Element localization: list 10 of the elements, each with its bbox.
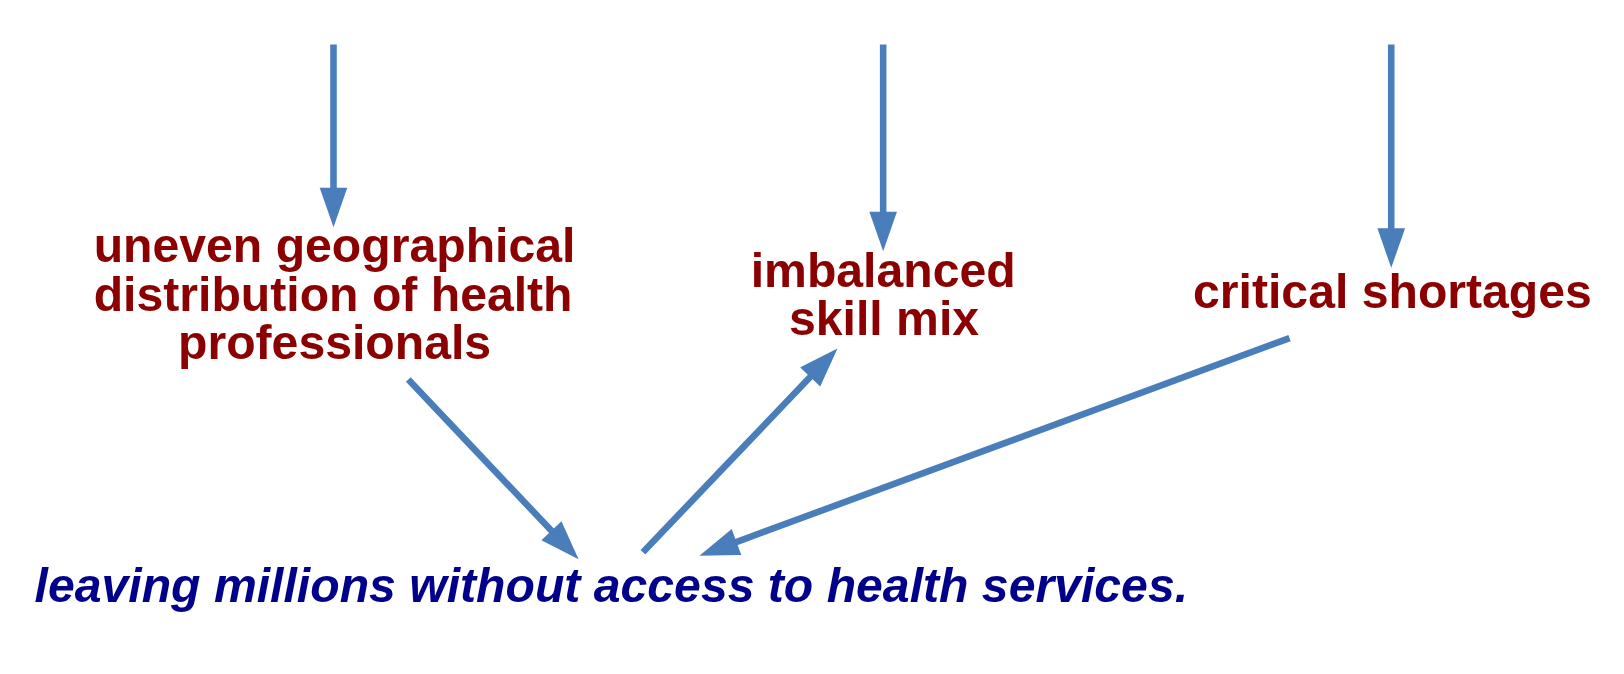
arrow <box>319 44 348 228</box>
node-text: uneven geographical distribution of health professionals <box>93 218 576 369</box>
node-text: critical shortages <box>1193 264 1592 319</box>
node-text: imbalanced skill mix <box>750 242 1016 345</box>
node-text: leaving millions without access to health services. <box>34 557 1189 612</box>
arrow <box>869 44 897 252</box>
arrow <box>405 377 579 560</box>
arrow <box>640 348 838 555</box>
arrow <box>1377 44 1406 268</box>
arrow <box>699 334 1291 556</box>
